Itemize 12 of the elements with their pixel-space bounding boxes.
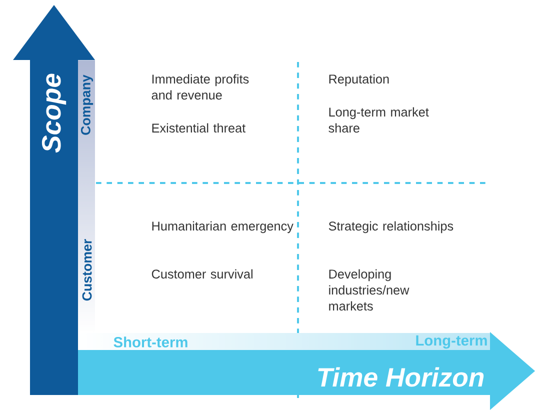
quadrant-text: Customer survival — [152, 269, 252, 279]
quadrant-text: Strategic relationships — [328, 221, 454, 234]
quadrant-text: Immediate profits and revenue — [152, 74, 249, 100]
quadrant-text: Reputation — [329, 74, 389, 86]
axis-label: Short-term — [114, 336, 188, 348]
quadrant-text: Developing industries/new markets — [329, 269, 410, 311]
quadrant-text: Long-term market share — [328, 107, 429, 133]
axis-label: Customer — [82, 239, 92, 301]
axis-label: Company — [80, 74, 94, 135]
quadrant-text: Existential threat — [152, 123, 246, 133]
axis-label: Long-term — [416, 335, 487, 349]
quadrant-text: Humanitarian emergency — [152, 221, 294, 234]
